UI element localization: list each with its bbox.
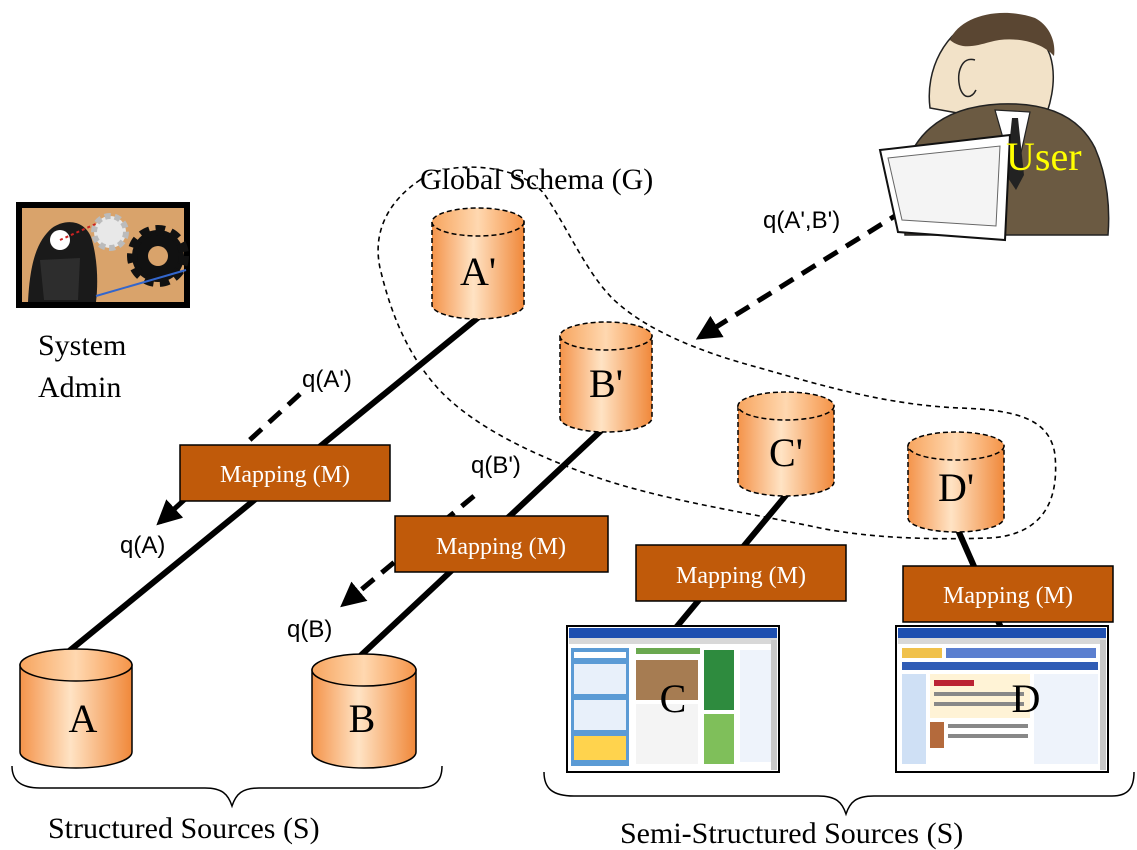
- global-schema-title: Global Schema (G): [420, 163, 653, 196]
- global-node-label: A': [460, 249, 496, 294]
- mapping-box-c: Mapping (M): [635, 544, 847, 602]
- user-at-laptop-icon: [878, 12, 1110, 242]
- mapping-box-a: Mapping (M): [179, 444, 391, 502]
- user-query-label: q(A',B'): [763, 207, 840, 234]
- system-admin-label-line2: Admin: [38, 371, 121, 404]
- query-a-prime-label: q(A'): [302, 366, 352, 393]
- query-b-label: q(B): [287, 616, 332, 643]
- mapping-label: Mapping (M): [220, 462, 350, 488]
- query-a-label: q(A): [120, 532, 165, 559]
- source-label: B: [349, 696, 376, 741]
- query-b-prime-label: q(B'): [471, 452, 521, 479]
- mapping-label: Mapping (M): [943, 583, 1073, 609]
- mapping-box-b: Mapping (M): [394, 515, 609, 573]
- web-page-source-c: C: [566, 625, 780, 773]
- source-label: D: [1012, 676, 1041, 721]
- structured-sources-label: Structured Sources (S): [48, 812, 320, 845]
- global-node-label: B': [589, 361, 623, 406]
- web-page-source-d: D: [895, 625, 1109, 773]
- global-cylinder-c-prime: C': [737, 391, 835, 497]
- system-admin-label-line1: System: [38, 329, 126, 362]
- semi-structured-sources-label: Semi-Structured Sources (S): [620, 817, 963, 850]
- system-admin-gears-icon: [16, 202, 190, 308]
- user-label: User: [1006, 134, 1082, 179]
- source-cylinder-b: B: [311, 653, 417, 769]
- semi-structured-sources-brace: [543, 771, 1135, 817]
- source-label: C: [660, 676, 687, 721]
- structured-sources-brace: [11, 765, 443, 809]
- global-node-label: C': [769, 430, 803, 475]
- global-cylinder-b-prime: B': [559, 321, 653, 433]
- mapping-label: Mapping (M): [436, 534, 566, 560]
- global-cylinder-d-prime: D': [907, 431, 1005, 533]
- mapping-label: Mapping (M): [676, 563, 806, 589]
- global-schema-boundary: [377, 166, 1057, 540]
- source-cylinder-a: A: [19, 648, 133, 769]
- source-label: A: [69, 696, 98, 741]
- global-node-label: D': [938, 465, 974, 510]
- user-query-arrow: [695, 180, 950, 340]
- global-cylinder-a-prime: A': [431, 207, 525, 320]
- mapping-box-d: Mapping (M): [902, 565, 1114, 623]
